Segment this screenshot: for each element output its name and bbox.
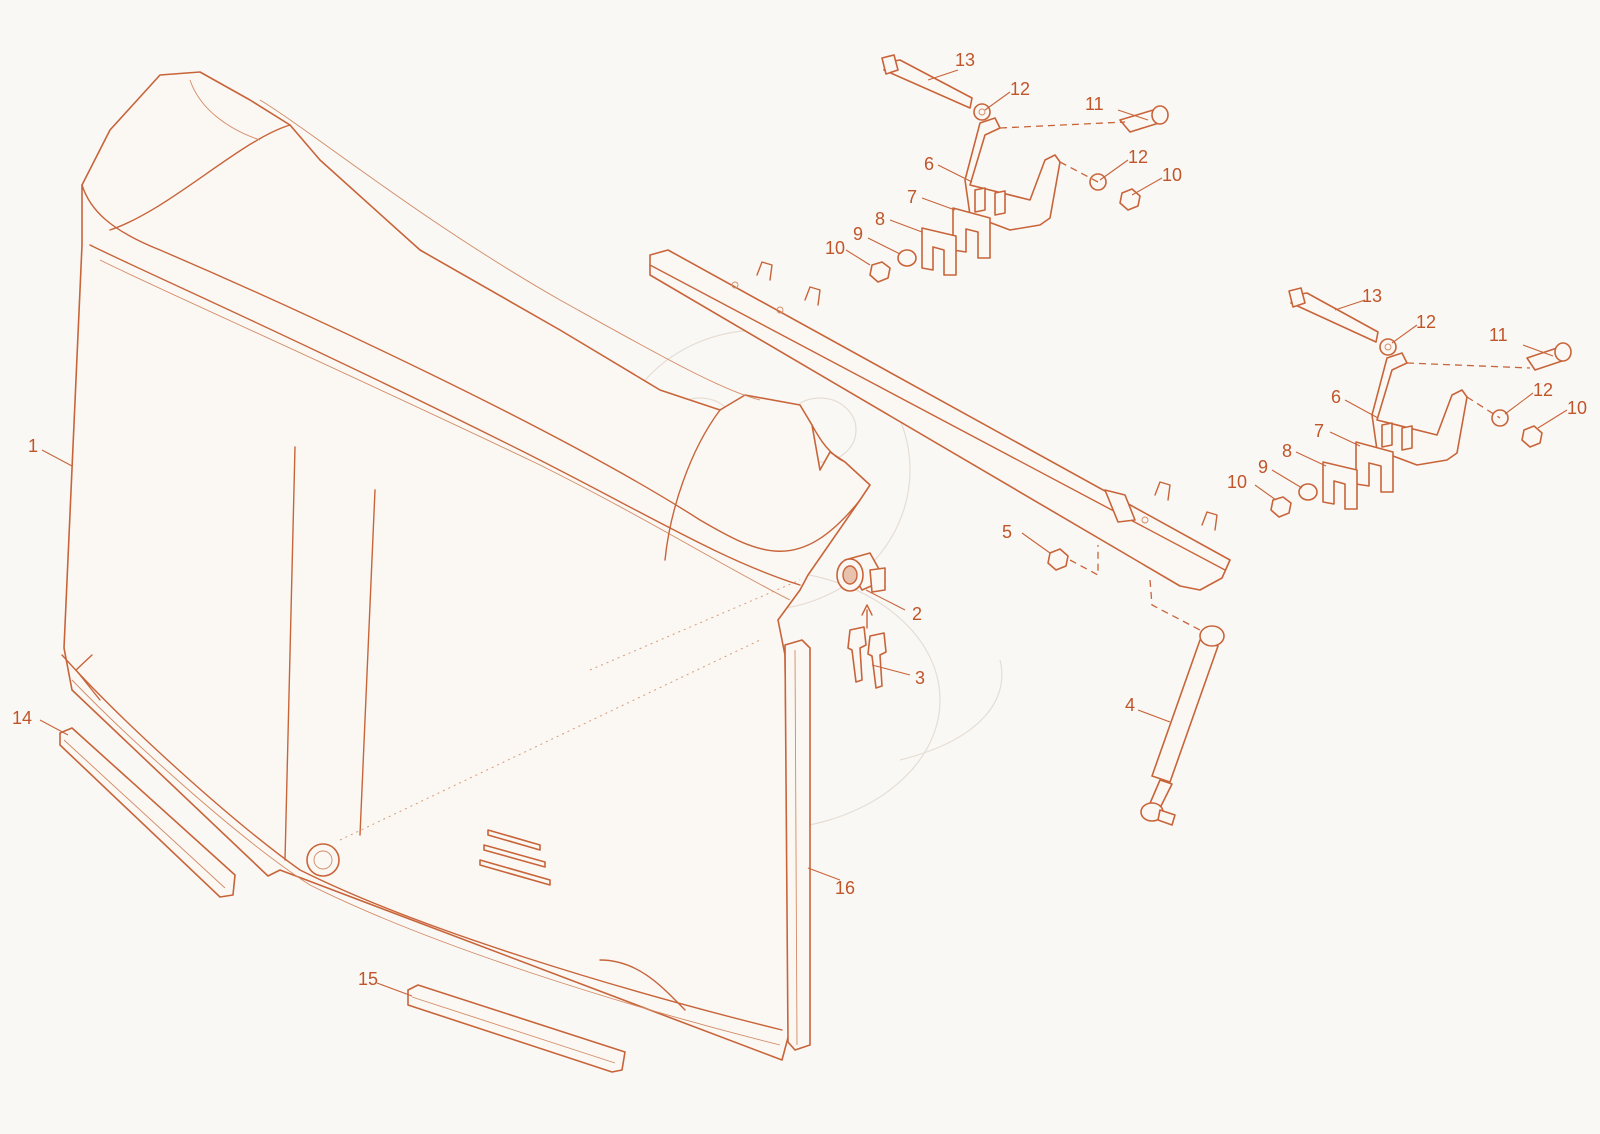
callout-labels: 1 2 3 4 5 14 15 16 13 12 11 12 10 6 7 8 … bbox=[12, 50, 1587, 989]
mounting-rail bbox=[649, 249, 1231, 591]
part-5-nut bbox=[1047, 545, 1099, 577]
callout-10-right: 10 bbox=[1227, 472, 1247, 492]
callout-3: 3 bbox=[915, 668, 925, 688]
callout-12-left-lower: 12 bbox=[1128, 147, 1148, 167]
callout-14: 14 bbox=[12, 708, 32, 728]
callout-9-right: 9 bbox=[1258, 457, 1268, 477]
part-14-seal-strip bbox=[59, 727, 236, 898]
callout-5: 5 bbox=[1002, 522, 1012, 542]
callout-12-right-upper: 12 bbox=[1416, 312, 1436, 332]
callout-8-left: 8 bbox=[875, 209, 885, 229]
callout-7-left: 7 bbox=[907, 187, 917, 207]
callout-16: 16 bbox=[835, 878, 855, 898]
part-16-seal-strip bbox=[784, 639, 811, 1051]
callout-6-right: 6 bbox=[1331, 387, 1341, 407]
callout-1: 1 bbox=[28, 436, 38, 456]
callout-9-left: 9 bbox=[853, 224, 863, 244]
callout-7-right: 7 bbox=[1314, 421, 1324, 441]
callout-2: 2 bbox=[912, 604, 922, 624]
callout-8-right: 8 bbox=[1282, 441, 1292, 461]
part-1-cover-housing bbox=[61, 71, 871, 1061]
callout-10-right-right: 10 bbox=[1567, 398, 1587, 418]
callout-10-left-right: 10 bbox=[1162, 165, 1182, 185]
part-4-gas-strut bbox=[1140, 579, 1225, 826]
callout-10-left: 10 bbox=[825, 238, 845, 258]
callout-13-right: 13 bbox=[1362, 286, 1382, 306]
callout-4: 4 bbox=[1125, 695, 1135, 715]
leader-lines bbox=[39, 69, 1568, 997]
part-15-seal-strip bbox=[407, 984, 626, 1073]
callout-11-left: 11 bbox=[1085, 94, 1104, 114]
bracket-assembly-left bbox=[869, 54, 1169, 283]
callout-6-left: 6 bbox=[924, 154, 934, 174]
callout-13-left: 13 bbox=[955, 50, 975, 70]
part-3-keys bbox=[847, 604, 887, 689]
callout-12-right-lower: 12 bbox=[1533, 380, 1553, 400]
bracket-assembly-right bbox=[1270, 287, 1572, 518]
callout-15: 15 bbox=[358, 969, 378, 989]
callout-12-left-upper: 12 bbox=[1010, 79, 1030, 99]
part-2-lock-cylinder bbox=[836, 552, 886, 593]
callout-11-right: 11 bbox=[1489, 325, 1508, 345]
